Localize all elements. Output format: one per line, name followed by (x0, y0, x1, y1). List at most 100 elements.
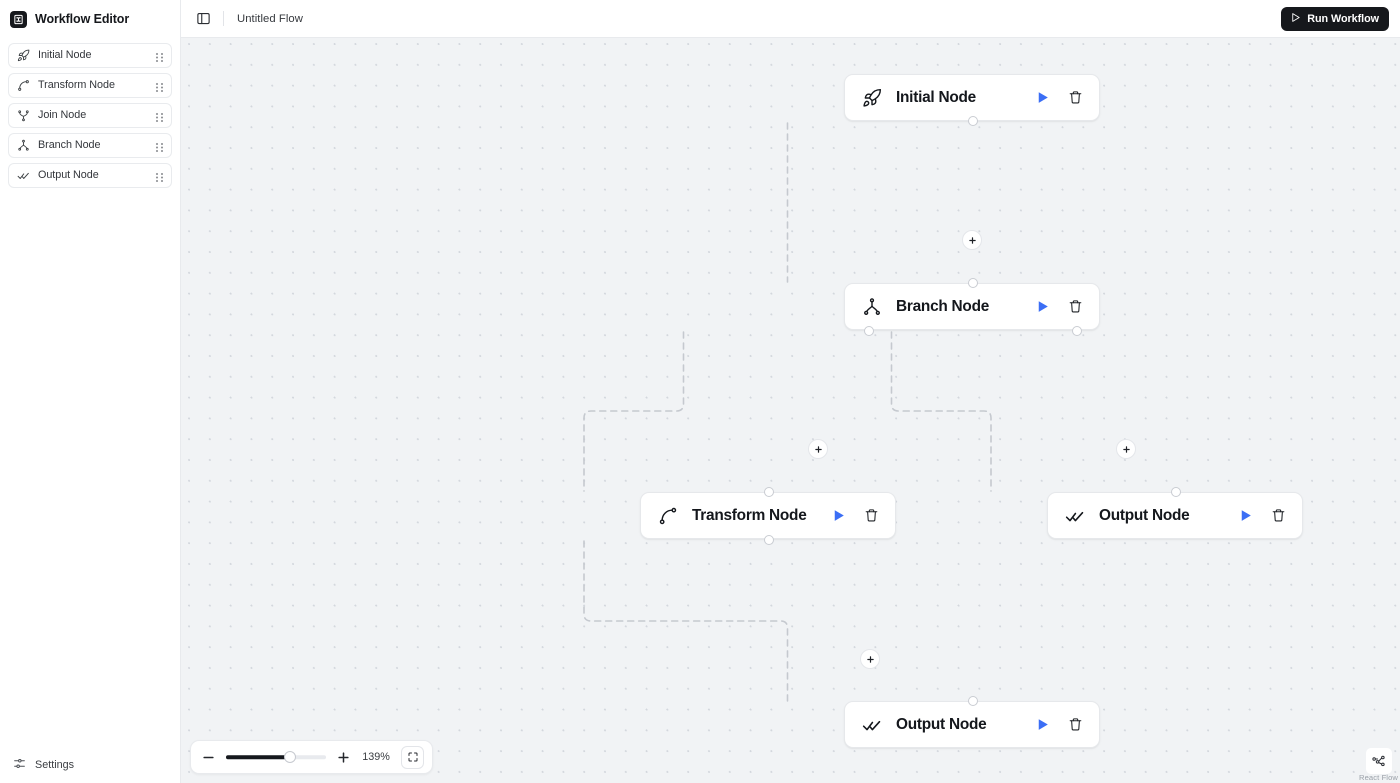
top-toolbar: Untitled Flow Run Workflow (181, 0, 1400, 38)
handle-branch-target[interactable] (968, 278, 978, 288)
toolbar-divider (223, 11, 224, 26)
node-actions (828, 505, 882, 526)
node-run-button[interactable] (1032, 714, 1053, 735)
palette-item-label: Transform Node (38, 79, 115, 92)
app-title: Workflow Editor (35, 12, 130, 26)
drag-handle-icon[interactable] (155, 110, 164, 122)
node-delete-button[interactable] (1065, 87, 1086, 108)
palette-item-join-node[interactable]: Join Node (8, 103, 172, 128)
edge-add-button-branch-transform[interactable] (808, 439, 828, 459)
handle-branch-source-right[interactable] (1072, 326, 1082, 336)
trash-icon (1069, 718, 1082, 731)
play-outline-icon (1290, 12, 1301, 26)
node-actions (1032, 714, 1086, 735)
sidebar-settings-label: Settings (35, 759, 75, 771)
sidebar-header: Workflow Editor (0, 0, 180, 38)
plus-icon (968, 236, 976, 244)
palette-item-output-node[interactable]: Output Node (8, 163, 172, 188)
node-output-node-bottom[interactable]: Output Node (844, 701, 1100, 748)
play-filled-icon (834, 510, 844, 521)
handle-initial-source[interactable] (968, 116, 978, 126)
zoom-slider-thumb[interactable] (284, 751, 296, 763)
zoom-percentage: 139% (362, 751, 390, 763)
double-check-icon (862, 715, 882, 735)
edge-branch-output1 (890, 331, 992, 492)
palette-item-label: Branch Node (38, 139, 101, 152)
node-delete-button[interactable] (1268, 505, 1289, 526)
node-run-button[interactable] (1235, 505, 1256, 526)
node-label: Output Node (1099, 506, 1190, 524)
fit-view-button[interactable] (401, 745, 424, 769)
trash-icon (1069, 91, 1082, 104)
spline-curve-icon (658, 506, 678, 526)
zoom-out-button[interactable] (201, 750, 216, 765)
node-output-node-right[interactable]: Output Node (1047, 492, 1303, 539)
flow-canvas[interactable]: Initial Node (181, 38, 1400, 783)
play-filled-icon (1241, 510, 1251, 521)
handle-transform-target[interactable] (764, 487, 774, 497)
trash-icon (1069, 300, 1082, 313)
panel-left-icon[interactable] (193, 8, 214, 29)
git-branch-icon (862, 297, 882, 317)
palette-item-branch-node[interactable]: Branch Node (8, 133, 172, 158)
plus-icon (1122, 445, 1130, 453)
git-branch-icon (17, 139, 30, 152)
rocket-icon (17, 49, 30, 62)
plus-icon (338, 751, 349, 763)
node-run-button[interactable] (828, 505, 849, 526)
edge-add-button-branch-output[interactable] (1116, 439, 1136, 459)
play-filled-icon (1038, 719, 1048, 730)
trash-icon (1272, 509, 1285, 522)
handle-output-right-target[interactable] (1171, 487, 1181, 497)
play-filled-icon (1038, 92, 1048, 103)
workflow-logo-icon (10, 10, 27, 28)
handle-branch-source-left[interactable] (864, 326, 874, 336)
node-branch-node[interactable]: Branch Node (844, 283, 1100, 330)
minus-icon (203, 756, 214, 758)
sliders-icon (13, 757, 26, 773)
drag-handle-icon[interactable] (155, 170, 164, 182)
node-initial-node[interactable]: Initial Node (844, 74, 1100, 121)
double-check-icon (1065, 506, 1085, 526)
node-transform-node[interactable]: Transform Node (640, 492, 896, 539)
edge-add-button-initial-branch[interactable] (962, 230, 982, 250)
node-actions (1235, 505, 1289, 526)
node-label: Output Node (896, 715, 987, 733)
drag-handle-icon[interactable] (155, 80, 164, 92)
zoom-slider-fill (226, 755, 290, 759)
node-palette: Initial Node Transf (0, 38, 180, 188)
node-label: Initial Node (896, 88, 976, 106)
zoom-slider[interactable] (226, 750, 326, 764)
zoom-in-button[interactable] (336, 750, 351, 765)
fit-view-icon (408, 752, 417, 762)
run-workflow-label: Run Workflow (1307, 12, 1379, 25)
flow-name[interactable]: Untitled Flow (237, 12, 303, 25)
node-delete-button[interactable] (1065, 296, 1086, 317)
trash-icon (865, 509, 878, 522)
drag-handle-icon[interactable] (155, 50, 164, 62)
palette-item-transform-node[interactable]: Transform Node (8, 73, 172, 98)
run-workflow-button[interactable]: Run Workflow (1281, 6, 1389, 31)
node-run-button[interactable] (1032, 87, 1053, 108)
node-label: Transform Node (692, 506, 807, 524)
react-flow-attribution-label: React Flow (1359, 773, 1398, 782)
plus-icon (814, 445, 822, 453)
node-delete-button[interactable] (1065, 714, 1086, 735)
handle-transform-source[interactable] (764, 535, 774, 545)
drag-handle-icon[interactable] (155, 140, 164, 152)
sidebar-item-settings[interactable]: Settings (0, 747, 180, 783)
edge-add-button-transform-output[interactable] (860, 649, 880, 669)
rocket-icon (862, 88, 882, 108)
node-actions (1032, 87, 1086, 108)
palette-item-label: Output Node (38, 169, 99, 182)
palette-item-initial-node[interactable]: Initial Node (8, 43, 172, 68)
handle-output-bottom-target[interactable] (968, 696, 978, 706)
node-delete-button[interactable] (861, 505, 882, 526)
zoom-controls: 139% (190, 740, 433, 774)
git-merge-icon (17, 109, 30, 122)
play-filled-icon (1038, 301, 1048, 312)
sidebar: Workflow Editor Initial Node (0, 0, 181, 783)
react-flow-attribution[interactable]: React Flow (1359, 748, 1398, 782)
node-run-button[interactable] (1032, 296, 1053, 317)
